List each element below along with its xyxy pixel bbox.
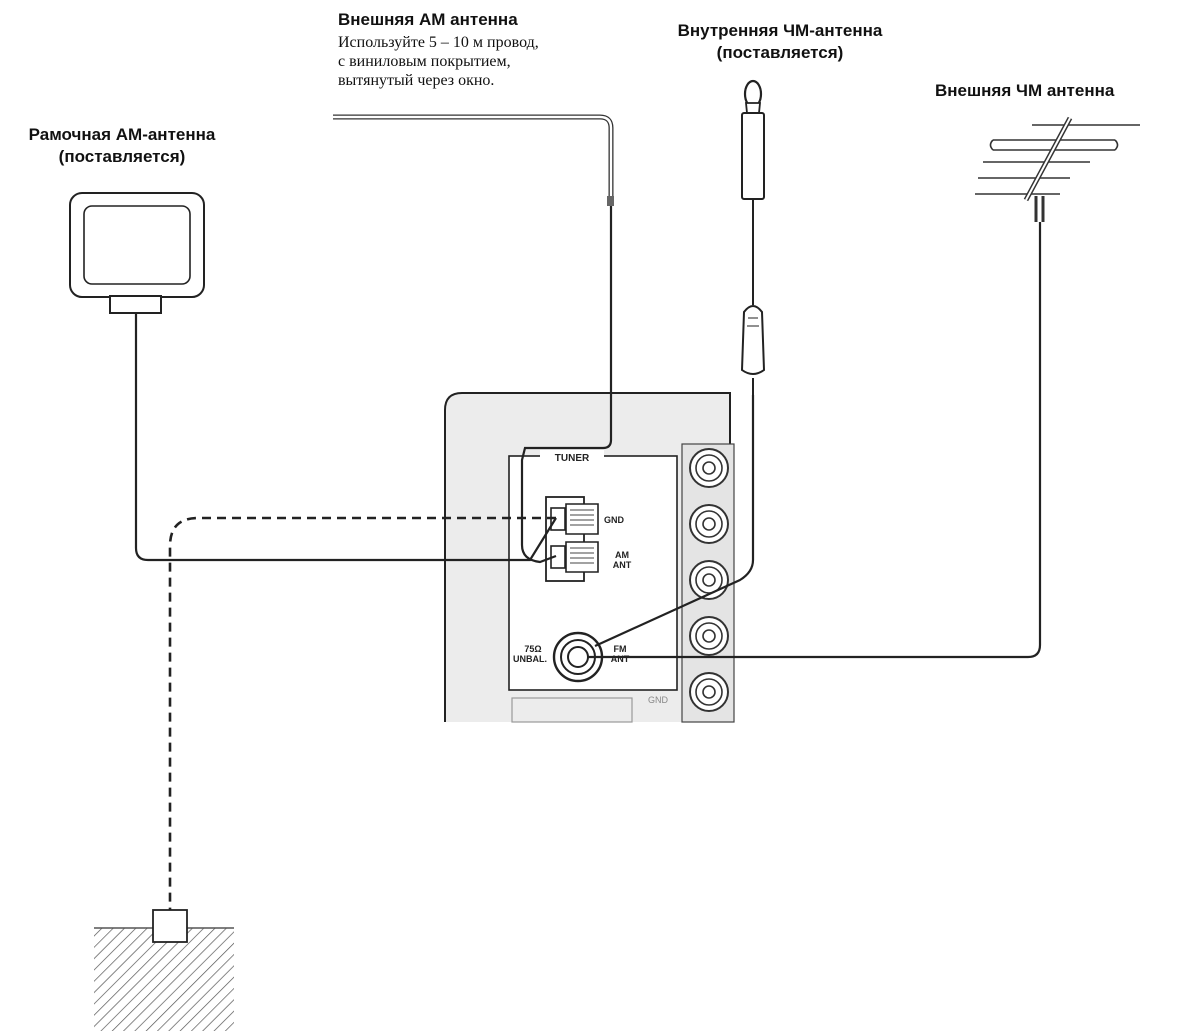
am-ant-label-line-2: ANT (613, 560, 632, 570)
gnd-label-secondary: GND (648, 695, 669, 705)
fm-ant-label-line-2: ANT (611, 654, 630, 664)
ground-wire-dashed (168, 516, 556, 910)
outdoor-am-wire (520, 206, 613, 564)
outdoor-am-wire-icon (333, 114, 614, 206)
outdoor-fm-antenna-icon (975, 116, 1140, 222)
loop-am-wire (134, 313, 557, 562)
impedance-label-line-2: UNBAL. (513, 654, 547, 664)
indoor-fm-cable (594, 395, 755, 648)
tuner-label: TUNER (555, 453, 590, 464)
outdoor-am-note-line-2: с виниловым покрытием, (338, 53, 511, 70)
indoor-fm-antenna-title: Внутренняя ЧМ-антенна (677, 21, 883, 40)
indoor-fm-antenna-icon (740, 79, 766, 395)
loop-am-antenna-icon (69, 192, 205, 314)
loop-am-antenna-supplied: (поставляется) (58, 147, 186, 166)
connection-wires (134, 206, 1042, 659)
fm-ant-label-line-1: FM (614, 644, 627, 654)
outdoor-am-antenna-note: Используйте 5 – 10 м провод, с виниловым… (338, 33, 539, 90)
outdoor-fm-antenna-title: Внешняя ЧМ антенна (935, 81, 1115, 100)
receiver-rear-panel: TUNER GND AM ANT 75Ω UNBAL. FM ANT GND (444, 392, 735, 723)
loop-am-antenna-label: Рамочная АМ-антенна (поставляется) (2, 124, 242, 168)
am-ant-label-line-1: AM (615, 550, 629, 560)
outdoor-am-note-line-3: вытянутый через окно. (338, 72, 495, 89)
indoor-fm-antenna-label: Внутренняя ЧМ-антенна (поставляется) (640, 20, 920, 64)
outdoor-fm-cable (588, 222, 1042, 659)
loop-am-antenna-title: Рамочная АМ-антенна (28, 125, 216, 144)
indoor-fm-antenna-supplied: (поставляется) (716, 43, 844, 62)
ground-stake-icon (94, 909, 234, 1031)
outdoor-am-note-line-1: Используйте 5 – 10 м провод, (338, 34, 539, 51)
outdoor-am-antenna-title: Внешняя АМ антенна (338, 10, 518, 29)
gnd-terminal-label: GND (604, 515, 625, 525)
impedance-label-line-1: 75Ω (524, 644, 541, 654)
